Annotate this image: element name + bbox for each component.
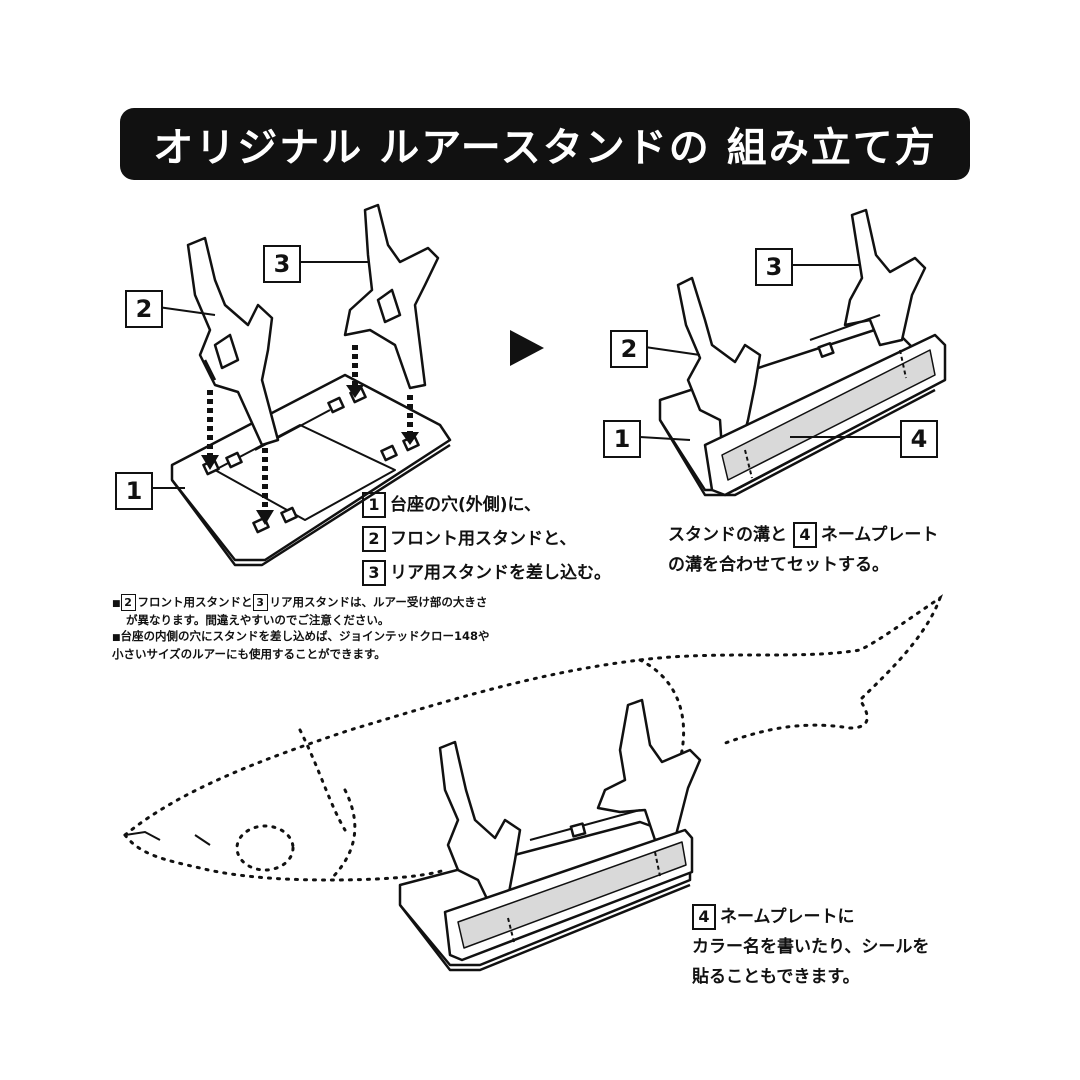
- name-plate-right: [703, 333, 947, 497]
- lure-fish-outline: [123, 594, 943, 882]
- label-3-right: 3: [755, 248, 793, 286]
- title-bar: オリジナル ルアースタンドの 組み立て方: [120, 108, 970, 180]
- page-title: オリジナル ルアースタンドの 組み立て方: [153, 125, 937, 171]
- label-1-right: 1: [603, 420, 641, 458]
- fish-mouth: [124, 830, 211, 846]
- bottom-line-2: カラー名を書いたり、シールを: [692, 937, 930, 957]
- next-step-arrow-icon: [510, 330, 544, 366]
- label-2-right: 2: [610, 330, 648, 368]
- label-1-left: 1: [115, 472, 153, 510]
- bottom-line-3: 貼ることもできます。: [692, 967, 860, 987]
- name-plate-bottom: [443, 828, 694, 962]
- leader-lines-left: [152, 261, 370, 489]
- assembled-stand-bottom: [398, 698, 702, 972]
- label-3-left: 3: [263, 245, 301, 283]
- arrowheads-left: [201, 385, 419, 525]
- leader-lines-right: [639, 264, 900, 441]
- note-1-line-2: が異なります。間違えやすいのでご注意ください。: [126, 613, 390, 627]
- step-right-line-2: の溝を合わせてセットする。: [668, 555, 889, 575]
- note-2-line-1: ■台座の内側の穴にスタンドを差し込めば、ジョインテッドクロー148や: [112, 629, 490, 643]
- label-2-left: 2: [125, 290, 163, 328]
- insert-arrows-left: [207, 345, 413, 510]
- front-stand-left: [186, 236, 280, 447]
- label-4-right: 4: [900, 420, 938, 458]
- rear-stand-left: [343, 203, 440, 390]
- note-2-line-2: 小さいサイズのルアーにも使用することができます。: [112, 647, 386, 661]
